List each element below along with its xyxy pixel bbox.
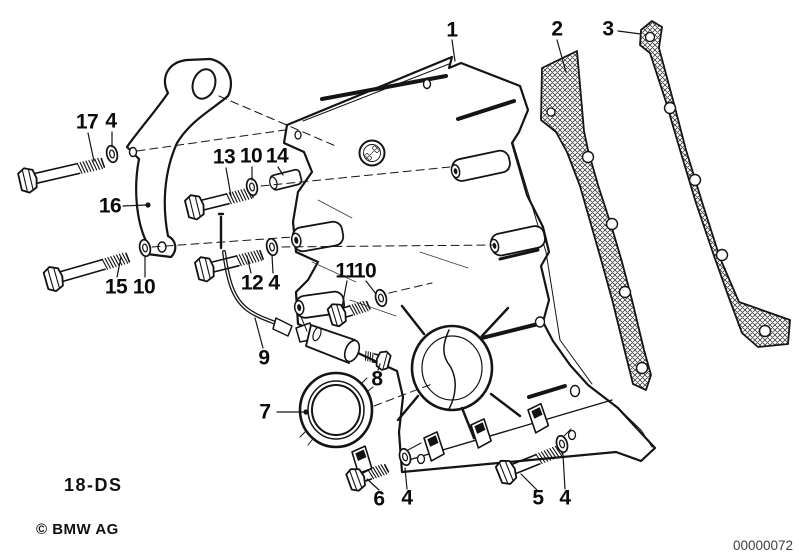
callout-13-5: 13: [212, 145, 236, 169]
dowel-pin: [217, 212, 225, 250]
callout-16-8: 16: [98, 194, 122, 218]
assembly-axis-lines: [136, 95, 493, 407]
callout-9-15: 9: [258, 346, 270, 370]
copyright-label: © BMW AG: [36, 521, 119, 538]
callout-1-0: 1: [446, 18, 458, 42]
callout-leaders: [87, 30, 642, 491]
bmw-roundel-icon: [358, 139, 386, 167]
callout-15-9: 15: [104, 275, 128, 299]
callout-6-18: 6: [373, 487, 385, 511]
part-support-bracket: [125, 57, 233, 259]
part-timing-cover: [282, 55, 657, 477]
callout-10-14: 10: [353, 259, 377, 283]
callout-3-2: 3: [602, 17, 614, 41]
callout-14-7: 14: [265, 144, 289, 168]
callout-12-11: 12: [240, 271, 264, 295]
assembly-guide-lines: [300, 316, 572, 451]
callout-8-16: 8: [371, 367, 383, 391]
diagram-number: 00000072: [733, 538, 794, 553]
washer-4b: [264, 236, 280, 258]
callout-7-17: 7: [259, 400, 271, 424]
callout-10-6: 10: [239, 144, 263, 168]
part-bushing: [217, 168, 303, 250]
part-sensor: [295, 322, 361, 364]
part-oil-pipe: [222, 250, 293, 337]
part-shaft-seal: [298, 371, 374, 449]
callout-11-13: 11: [335, 259, 357, 283]
callout-4-12: 4: [268, 271, 280, 295]
callout-5-20: 5: [532, 486, 544, 510]
callout-2-1: 2: [551, 17, 563, 41]
part-gasket-upper: [540, 50, 652, 391]
drawing-code-label: 18-DS: [64, 475, 123, 495]
part-gasket-lower: [639, 20, 791, 348]
callout-10-10: 10: [132, 275, 156, 299]
callout-4-21: 4: [559, 486, 571, 510]
callout-4-4: 4: [105, 109, 117, 133]
callout-4-19: 4: [401, 486, 413, 510]
callout-17-3: 17: [75, 110, 99, 134]
